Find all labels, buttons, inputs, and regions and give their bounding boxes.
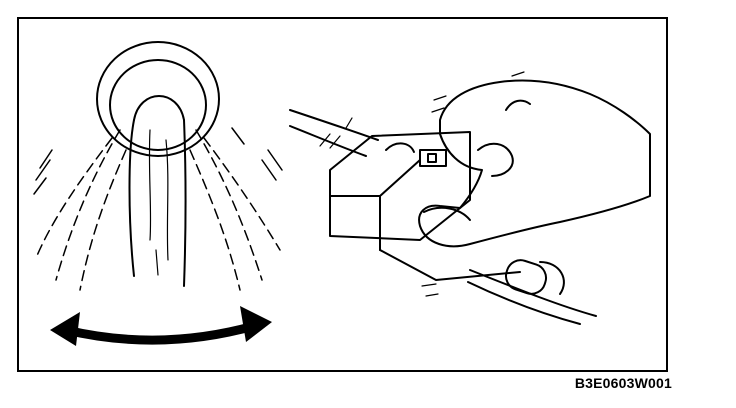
curved-arrow-shaft [61,321,259,345]
grommet-outer-ring [96,41,220,157]
connector-lower-edge [329,195,381,251]
figure-code-label: B3E0603W001 [574,375,672,391]
thumb-crease [423,206,471,221]
wire-right-ticks [421,283,439,297]
motion-lines-left [35,129,127,291]
wire-left-edge [128,119,135,277]
vibration-ticks [33,127,283,195]
hand-pressing-connector-icon [289,71,651,325]
grommet-inner-ring [109,59,207,151]
figure-frame [17,17,668,372]
connector-latch [419,149,447,167]
wire-right-edge [183,119,187,287]
finger-crease [505,99,531,111]
wire-texture [148,129,169,276]
wire-top [133,95,185,121]
connector-bottom [379,249,521,281]
connector-housing [329,131,471,241]
motion-lines-right [189,129,281,291]
arrow-head-left [50,312,80,346]
hand-motion-ticks [431,71,525,113]
connector-ridge [379,159,421,197]
harness-wire-right-bottom [467,281,581,325]
wire-sleeve-end [539,261,565,295]
harness-wire-left-bottom [289,125,367,157]
hand-outline [418,79,651,248]
connector-latch-window [427,153,437,163]
arrow-head-right [240,306,272,342]
finger-knuckle [477,142,514,177]
wire-wiggle-icon [33,41,283,346]
harness-wire-right-top [469,269,597,317]
wire-sleeve [504,259,548,295]
connector-clip [385,142,415,153]
harness-wire-left-ticks [319,117,353,149]
harness-wire-left-top [289,109,379,141]
